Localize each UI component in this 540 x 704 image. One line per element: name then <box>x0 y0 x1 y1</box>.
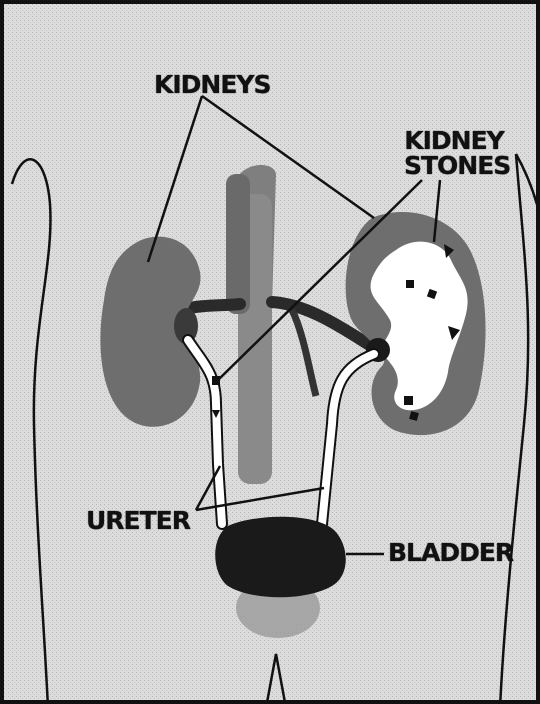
label-bladder: BLADDER <box>388 540 513 565</box>
label-ureter: URETER <box>86 508 190 533</box>
kidney-stone <box>404 396 413 405</box>
label-kidney-stones: KIDNEY STONES <box>404 128 504 178</box>
vena-cava <box>226 174 250 314</box>
urinary-system-illustration <box>4 4 540 704</box>
bladder <box>215 517 346 598</box>
kidney-stone <box>406 280 414 288</box>
label-kidney-stones-line2: STONES <box>404 153 504 178</box>
label-kidney-stones-line1: KIDNEY <box>404 128 504 153</box>
label-kidneys: KIDNEYS <box>154 72 271 97</box>
